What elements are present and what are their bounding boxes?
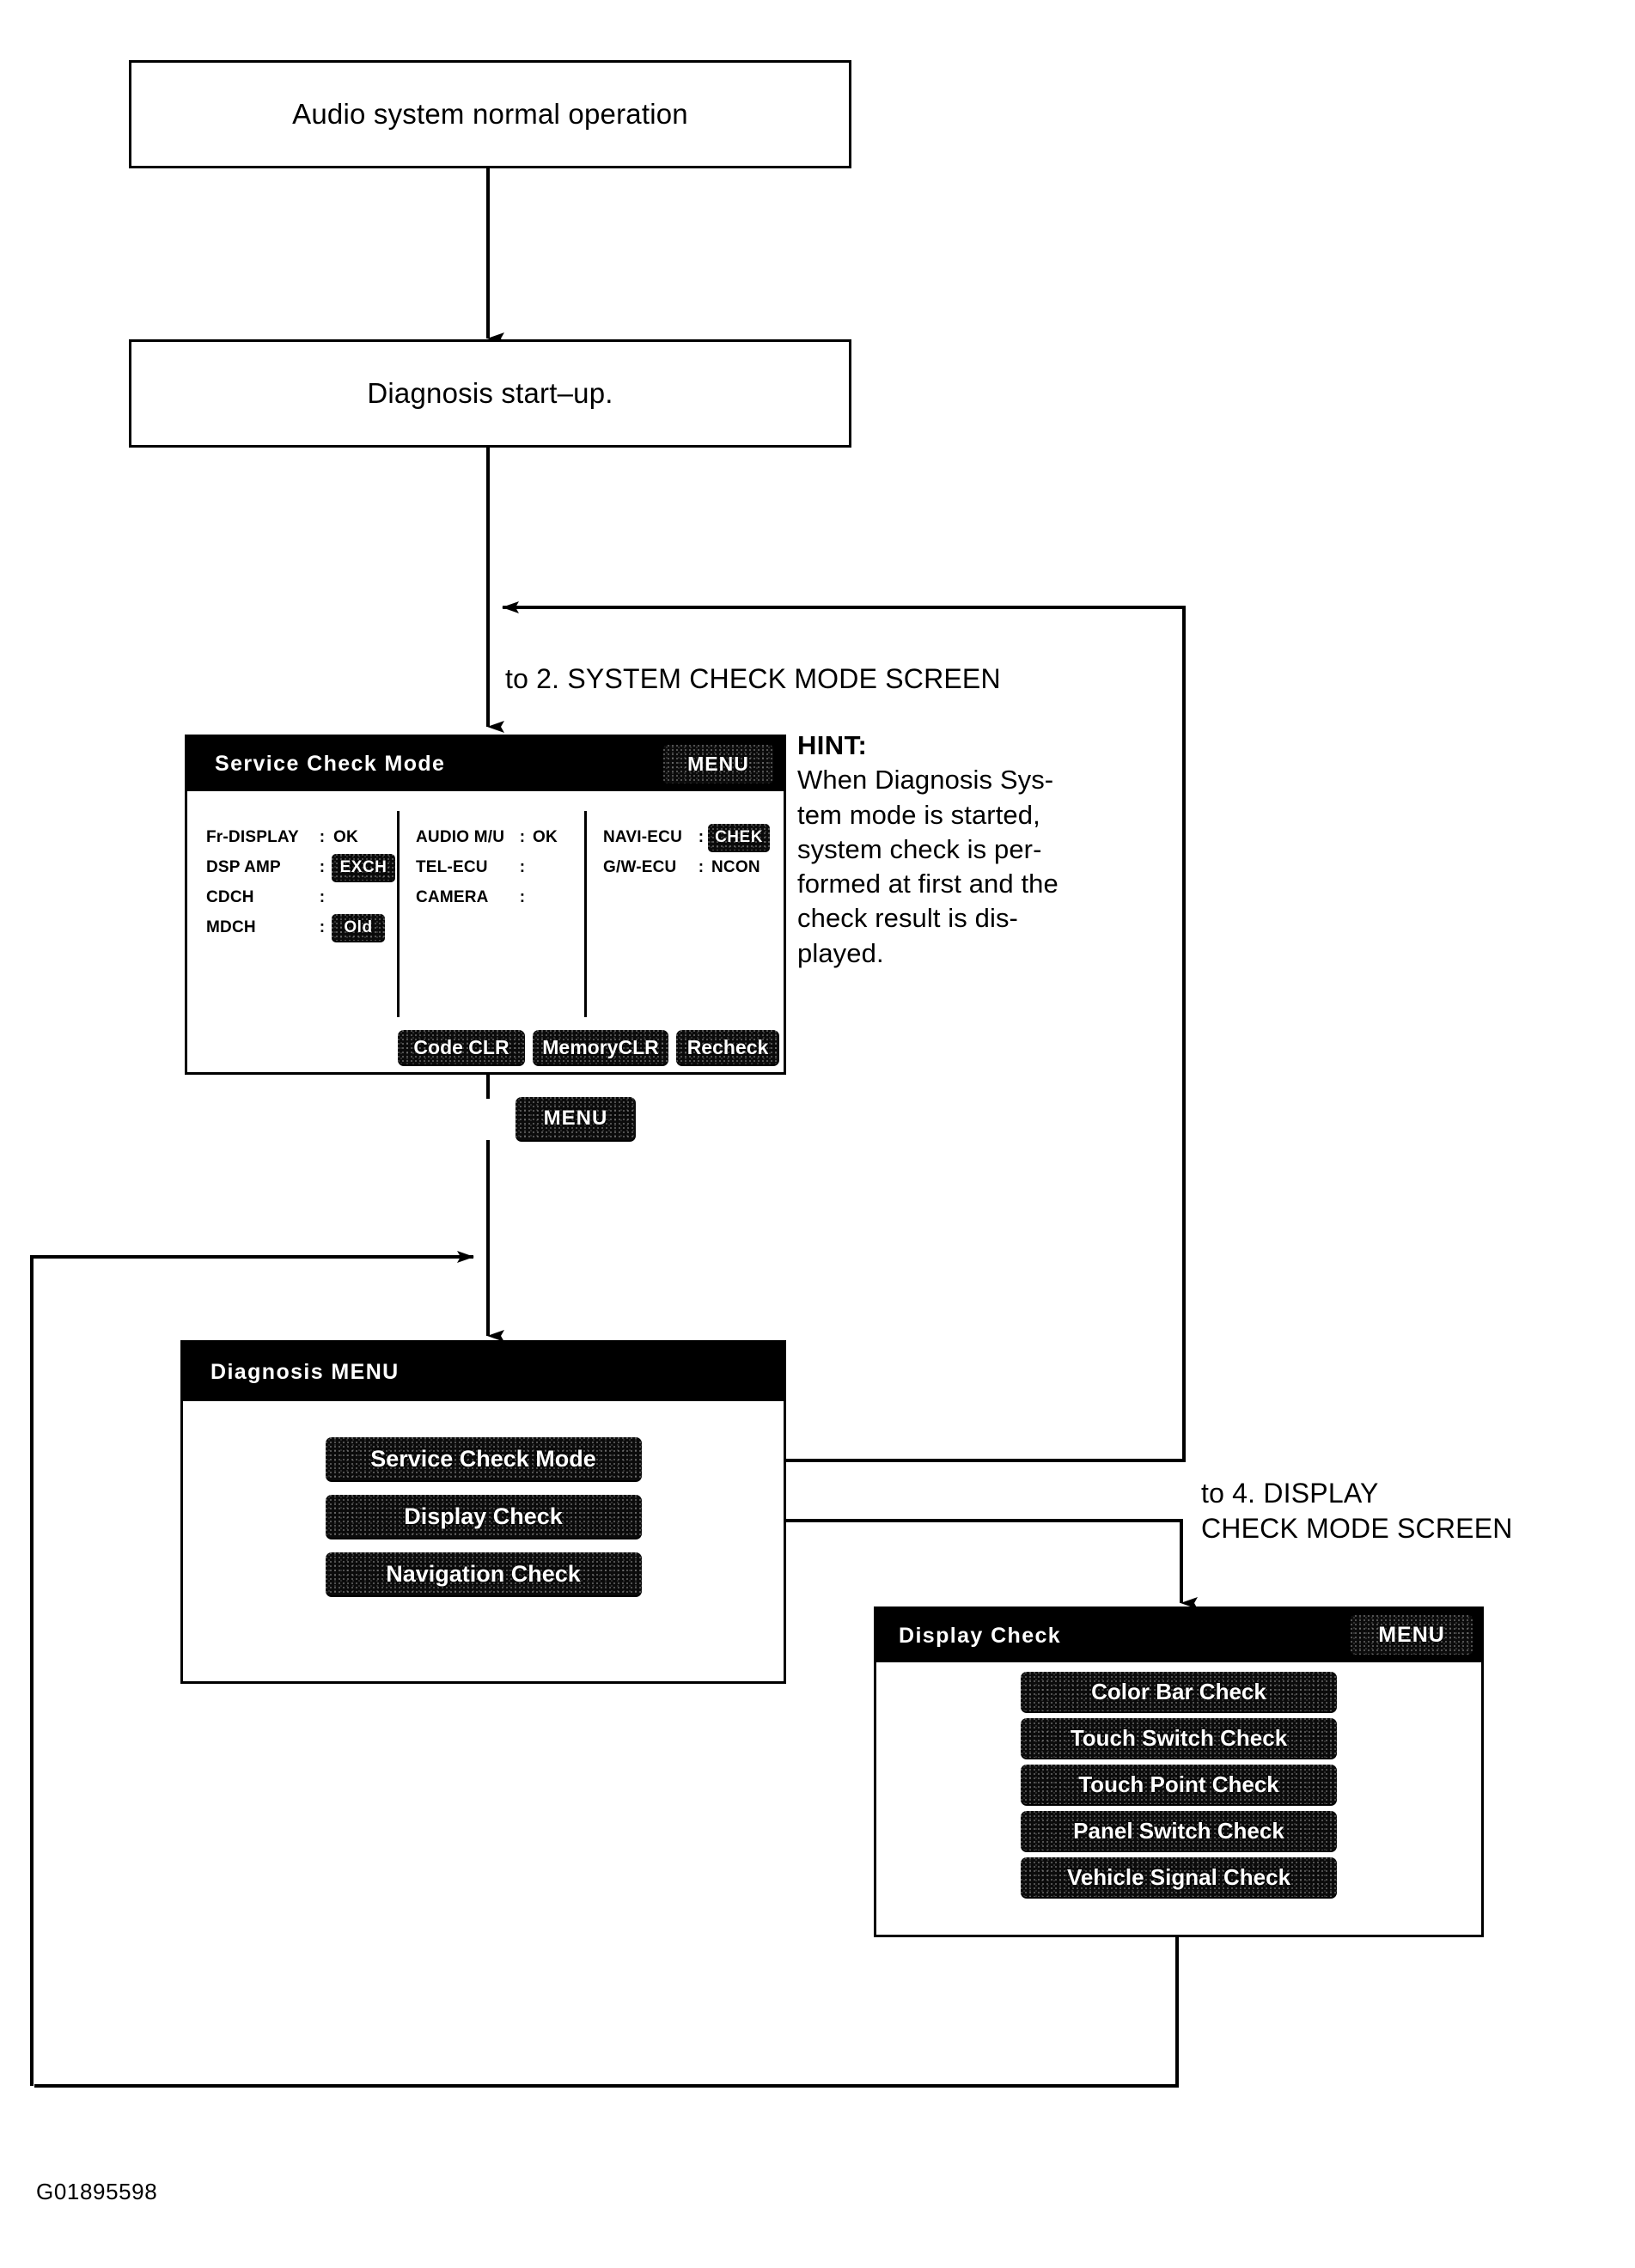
status-row: NAVI-ECU : CHEK [603,822,784,852]
status-value-badge: Old [332,914,385,941]
recheck-button[interactable]: Recheck [676,1030,779,1064]
display-check-item-panel-switch[interactable]: Panel Switch Check [1021,1811,1337,1850]
status-value: OK [333,827,358,846]
status-name: Fr-DISPLAY [206,827,299,846]
service-check-mode-screen: Service Check Mode MENU Fr-DISPLAY : OK … [185,735,786,1075]
status-sep: : [319,827,326,846]
display-check-title: Display Check [899,1623,1062,1648]
status-row: TEL-ECU : [416,852,584,882]
service-check-title: Service Check Mode [215,752,446,776]
display-check-item-color-bar[interactable]: Color Bar Check [1021,1672,1337,1711]
status-name: G/W-ECU [603,857,677,876]
column-divider-1 [397,811,400,1017]
hint-line: played. [797,937,884,968]
hint-line: check result is dis- [797,903,1018,934]
flow-box-audio-normal: Audio system normal operation [129,60,851,168]
menu-item-navigation-check[interactable]: Navigation Check [325,1552,642,1595]
service-check-menu-button[interactable]: MENU [663,745,773,783]
menu-item-service-check-mode[interactable]: Service Check Mode [325,1437,642,1480]
status-sep: : [319,918,326,936]
hint-heading: HINT: [797,730,868,760]
status-sep: : [519,827,526,846]
goto-display-check-label: to 4. DISPLAY CHECK MODE SCREEN [1201,1478,1513,1544]
service-check-header: Service Check Mode MENU [187,737,784,791]
column-divider-2 [584,811,587,1017]
reference-code: G01895598 [36,2179,158,2204]
flow-box-diagnosis-startup: Diagnosis start–up. [129,339,851,448]
status-name: MDCH [206,918,256,936]
display-check-item-touch-switch[interactable]: Touch Switch Check [1021,1718,1337,1758]
status-row: MDCH : Old [206,912,397,942]
diagnosis-menu-body: Service Check Mode Display Check Navigat… [183,1401,784,1681]
display-check-item-vehicle-signal[interactable]: Vehicle Signal Check [1021,1857,1337,1897]
display-check-screen: Display Check MENU Color Bar Check Touch… [874,1606,1484,1937]
status-sep: : [698,857,705,876]
status-sep: : [519,887,526,906]
memory-clr-button[interactable]: MemoryCLR [533,1030,668,1064]
flow-box-audio-normal-label: Audio system normal operation [292,98,688,130]
hint-block: HINT: When Diagnosis Sys- tem mode is st… [797,729,1158,971]
status-name: CAMERA [416,887,489,906]
service-check-column-1: Fr-DISPLAY : OK DSP AMP : EXCH CDCH : [187,822,397,942]
hint-line: tem mode is started, [797,799,1040,830]
status-row: G/W-ECU : NCON [603,852,784,882]
menu-item-display-check[interactable]: Display Check [325,1495,642,1538]
service-check-column-3: NAVI-ECU : CHEK G/W-ECU : NCON [584,822,784,942]
status-value-badge: CHEK [708,824,770,850]
goto-system-check-label: to 2. SYSTEM CHECK MODE SCREEN [505,663,1001,694]
display-check-body: Color Bar Check Touch Switch Check Touch… [876,1662,1481,1935]
diagnosis-menu-title: Diagnosis MENU [210,1359,400,1384]
display-check-item-touch-point[interactable]: Touch Point Check [1021,1765,1337,1804]
status-name: NAVI-ECU [603,827,683,846]
service-check-column-2: AUDIO M/U : OK TEL-ECU : CAMERA : [397,822,584,942]
service-check-columns: Fr-DISPLAY : OK DSP AMP : EXCH CDCH : [187,822,784,942]
status-row: AUDIO M/U : OK [416,822,584,852]
diagnosis-menu-header: Diagnosis MENU [183,1343,784,1401]
service-check-body: Fr-DISPLAY : OK DSP AMP : EXCH CDCH : [187,791,784,1075]
status-name: AUDIO M/U [416,827,505,846]
status-name: CDCH [206,887,254,906]
service-check-footer: Code CLR MemoryCLR Recheck [398,1030,779,1064]
hint-line: When Diagnosis Sys- [797,765,1054,796]
status-row: DSP AMP : EXCH [206,852,397,882]
status-name: TEL-ECU [416,857,488,876]
status-row: CAMERA : [416,882,584,912]
display-check-menu-button[interactable]: MENU [1351,1615,1473,1655]
status-value: OK [533,827,558,846]
status-sep: : [319,887,326,906]
diagnosis-menu-screen: Diagnosis MENU Service Check Mode Displa… [180,1340,786,1684]
code-clr-button[interactable]: Code CLR [398,1030,525,1064]
flow-box-diagnosis-startup-label: Diagnosis start–up. [367,377,613,409]
status-sep: : [698,827,705,846]
hint-line: system check is per- [797,833,1042,864]
status-value-badge: EXCH [332,854,395,881]
status-sep: : [319,857,326,876]
display-check-header: Display Check MENU [876,1609,1481,1662]
status-row: Fr-DISPLAY : OK [206,822,397,852]
status-value: NCON [711,857,760,876]
status-row: CDCH : [206,882,397,912]
status-name: DSP AMP [206,857,281,876]
hint-line: formed at first and the [797,869,1058,899]
status-sep: : [519,857,526,876]
menu-button[interactable]: MENU [516,1097,636,1140]
